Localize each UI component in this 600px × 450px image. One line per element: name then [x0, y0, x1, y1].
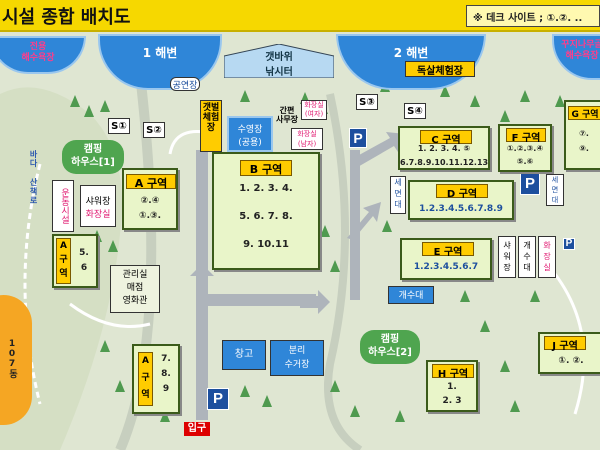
toilet-label: 화장실	[85, 210, 111, 220]
zone-f-sites: ①.②.③.④ ⑤.⑥	[506, 144, 544, 166]
zone-a-3[interactable]: A 구 역 7. 8. 9	[132, 344, 180, 414]
zone-f[interactable]: F 구역 ①.②.③.④ ⑤.⑥	[498, 124, 552, 172]
zone-a-sites: 5. 6	[79, 248, 89, 273]
zone-d[interactable]: D 구역 1.2.3.4.5.6.7.8.9	[408, 180, 514, 220]
deck-site-s1[interactable]: S①	[108, 118, 130, 134]
swimming-pool: 수영장 (공용)	[227, 116, 273, 152]
zone-a-title: A 구역	[126, 174, 176, 190]
page-title: 시설 종합 배치도	[2, 7, 131, 28]
shower-room: 샤워장 화장실	[80, 185, 116, 227]
zone-d-title: D 구역	[436, 184, 488, 200]
zone-h-sites: 1. 2. 3	[442, 382, 462, 406]
deck-site-s2[interactable]: S②	[143, 122, 165, 138]
toilet-men: 화장실 (남자)	[291, 128, 323, 150]
zone-b[interactable]: B 구역 1. 2. 3. 4. 5. 6. 7. 8. 9. 10.11	[212, 152, 320, 270]
condo-107: 107동	[0, 295, 32, 425]
road-horizontal	[196, 294, 316, 306]
seaside-trail-label: 바다 산책로	[29, 150, 38, 205]
deck-site-s4[interactable]: S④	[404, 103, 426, 119]
zone-a-2[interactable]: A 구 역 5. 6	[52, 234, 98, 288]
arrow-diagonal-icon	[347, 202, 381, 240]
sink-station: 개수대	[388, 286, 434, 304]
office: 간편 사무장	[275, 106, 299, 124]
washroom-f: 세 면 대	[546, 174, 564, 206]
zone-e-sites: 1.2.3.4.5.6.7	[413, 262, 479, 272]
zone-c-sites: 1. 2. 3. 4. ⑤ 6.7.8.9.10.11.12.13	[400, 144, 489, 167]
camping-house-1: 캠핑 하우스[1]	[62, 140, 124, 174]
zone-j[interactable]: J 구역 ①. ②.	[538, 332, 600, 374]
beach-1-label: 1 해변	[142, 46, 178, 60]
arrow-diagonal-icon	[350, 132, 406, 168]
zone-c[interactable]: C 구역 1. 2. 3. 4. ⑤ 6.7.8.9.10.11.12.13	[398, 126, 490, 170]
zone-a-title: A 구 역	[138, 352, 153, 406]
kkujinamugol-beach-label: 꾸지나무골 해수욕장	[561, 40, 600, 61]
deck-site-s3[interactable]: S③	[356, 94, 378, 110]
arrow-up-icon	[190, 264, 214, 294]
warehouse: 창고	[222, 340, 266, 370]
zone-d-sites: 1.2.3.4.5.6.7.8.9	[419, 204, 503, 214]
condo-label: 107동	[7, 339, 17, 378]
arrow-right-icon	[300, 290, 330, 314]
mudflat-fishing-label: 갯바위 낚시터	[265, 52, 293, 78]
mudflat-experience: 갯벌 체험장	[200, 100, 222, 152]
zone-c-title: C 구역	[420, 130, 472, 146]
parking-icon: P	[349, 128, 367, 148]
zone-f-title: F 구역	[506, 128, 546, 144]
zone-g-title: G 구역	[568, 106, 600, 120]
sink-e: 개 수 대	[518, 236, 536, 278]
zone-a-1[interactable]: A 구역 ②.④ ①.③.	[122, 168, 178, 230]
beach-2-label: 2 해변	[393, 46, 429, 60]
performance-hall: 공연장	[170, 77, 200, 91]
zone-g-sites: ⑦. ⑨.	[579, 129, 589, 153]
mudflat-fishing-building	[224, 44, 334, 78]
zone-b-title: B 구역	[240, 160, 292, 176]
zone-h[interactable]: H 구역 1. 2. 3	[426, 360, 478, 412]
parking-icon: P	[207, 388, 229, 410]
zone-a-title: A 구 역	[56, 238, 71, 284]
sports-facility: 운동시설	[52, 180, 74, 232]
private-beach-label: 전용 해수욕장	[21, 42, 55, 63]
parking-icon: P	[563, 238, 575, 250]
zone-j-sites: ①. ②.	[558, 356, 584, 366]
toilet-women: 화장실 (여자)	[301, 100, 327, 120]
shower-label: 샤워장	[85, 197, 111, 207]
zone-a-sites: ②.④ ①.③.	[138, 196, 162, 221]
washroom-d: 세 면 대	[390, 176, 406, 214]
camping-house-2: 캠핑 하우스[2]	[360, 330, 420, 364]
zone-g[interactable]: G 구역 ⑦. ⑨.	[564, 100, 600, 170]
road-right-vertical	[350, 150, 360, 300]
zone-e-title: E 구역	[422, 242, 474, 258]
shower-e: 샤 워 장	[498, 236, 516, 278]
toilet-e: 화 장 실	[538, 236, 556, 278]
recycle-station: 분리 수거장	[270, 340, 324, 376]
management-office: 관리실 매점 영화관	[110, 265, 160, 313]
deck-site-note: ※ 데크 사이트 ; ①.②. ..	[466, 5, 600, 27]
experience-hall: 독살체험장	[405, 61, 475, 77]
entrance: 입구	[184, 422, 210, 436]
zone-e[interactable]: E 구역 1.2.3.4.5.6.7	[400, 238, 492, 280]
parking-icon: P	[520, 173, 540, 195]
zone-b-sites: 1. 2. 3. 4. 5. 6. 7. 8. 9. 10.11	[239, 183, 293, 250]
zone-j-title: J 구역	[544, 336, 586, 352]
zone-h-title: H 구역	[432, 364, 474, 380]
zone-a-sites: 7. 8. 9	[161, 354, 171, 394]
